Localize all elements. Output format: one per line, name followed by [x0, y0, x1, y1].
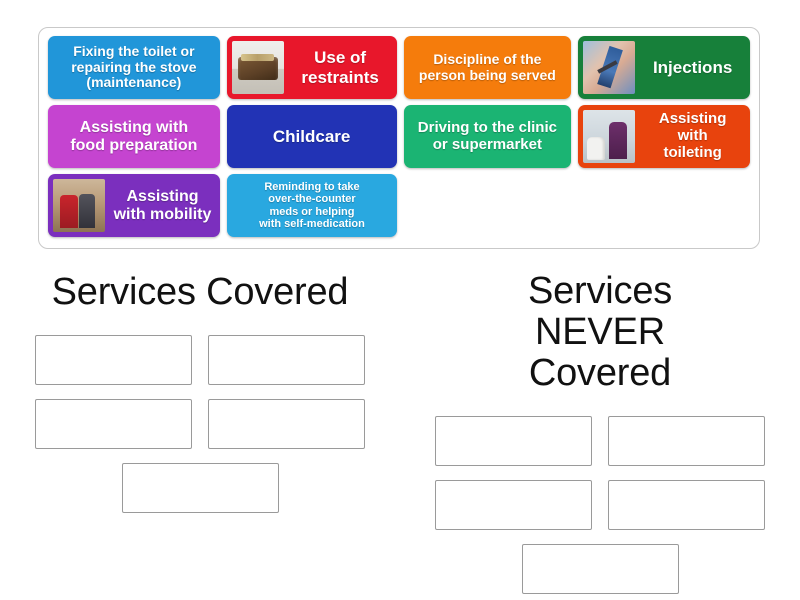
tile-label: Assisting with mobility	[113, 187, 212, 223]
drop-slots-never-covered	[435, 416, 765, 595]
drop-slot[interactable]	[521, 544, 679, 595]
tile-rows: Fixing the toilet or repairing the stove…	[48, 36, 750, 237]
tile-medication[interactable]: Reminding to take over-the-counter meds …	[227, 174, 397, 237]
tile-discipline[interactable]: Discipline of the person being served	[403, 36, 572, 99]
drop-slot[interactable]	[35, 399, 192, 450]
tile-row-2: Assisting with food preparation Childcar…	[48, 105, 750, 168]
tile-maintenance[interactable]: Fixing the toilet or repairing the stove…	[48, 36, 220, 99]
tile-injections[interactable]: Injections	[578, 36, 750, 99]
column-title-covered: Services Covered	[51, 271, 349, 313]
drop-slot[interactable]	[608, 416, 765, 467]
drop-slot[interactable]	[608, 480, 765, 531]
tile-label: Assisting with food preparation	[70, 118, 198, 154]
tile-mobility[interactable]: Assisting with mobility	[48, 174, 220, 237]
tile-row-3: Assisting with mobility Reminding to tak…	[48, 174, 750, 237]
tile-label: Assisting with toileting	[658, 110, 727, 161]
tile-label: Injections	[652, 57, 733, 77]
drop-slot[interactable]	[435, 480, 592, 531]
drop-slot[interactable]	[121, 463, 279, 514]
drop-slot[interactable]	[35, 335, 192, 386]
toileting-assist-photo	[583, 110, 636, 163]
tile-restraints[interactable]: Use of restraints	[226, 36, 397, 99]
draggable-tile-tray: Fixing the toilet or repairing the stove…	[38, 27, 760, 249]
column-title-never-covered: Services NEVER Covered	[527, 270, 673, 395]
tile-toileting[interactable]: Assisting with toileting	[578, 105, 750, 168]
drop-slot[interactable]	[208, 399, 365, 450]
tile-row-1: Fixing the toilet or repairing the stove…	[48, 36, 750, 99]
column-services-covered: Services Covered	[0, 271, 400, 594]
tile-label: Reminding to take over-the-counter meds …	[259, 180, 365, 230]
drop-slot[interactable]	[208, 335, 365, 386]
tile-driving[interactable]: Driving to the clinic or supermarket	[403, 105, 572, 168]
tile-food-prep[interactable]: Assisting with food preparation	[48, 105, 220, 168]
tile-label: Fixing the toilet or repairing the stove…	[71, 42, 197, 91]
mobility-walker-photo	[53, 179, 105, 232]
drop-slots-covered	[35, 335, 365, 514]
restraint-device-photo	[231, 41, 284, 94]
tile-label: Driving to the clinic or supermarket	[417, 118, 557, 153]
tile-childcare[interactable]: Childcare	[226, 105, 397, 168]
category-columns: Services Covered Services NEVER Covered	[0, 270, 800, 595]
tile-label: Discipline of the person being served	[418, 50, 556, 83]
tile-label: Use of restraints	[301, 48, 379, 87]
injection-photo	[583, 41, 636, 94]
column-services-never-covered: Services NEVER Covered	[400, 270, 800, 595]
tile-label: Childcare	[272, 126, 351, 146]
drop-slot[interactable]	[435, 416, 592, 467]
